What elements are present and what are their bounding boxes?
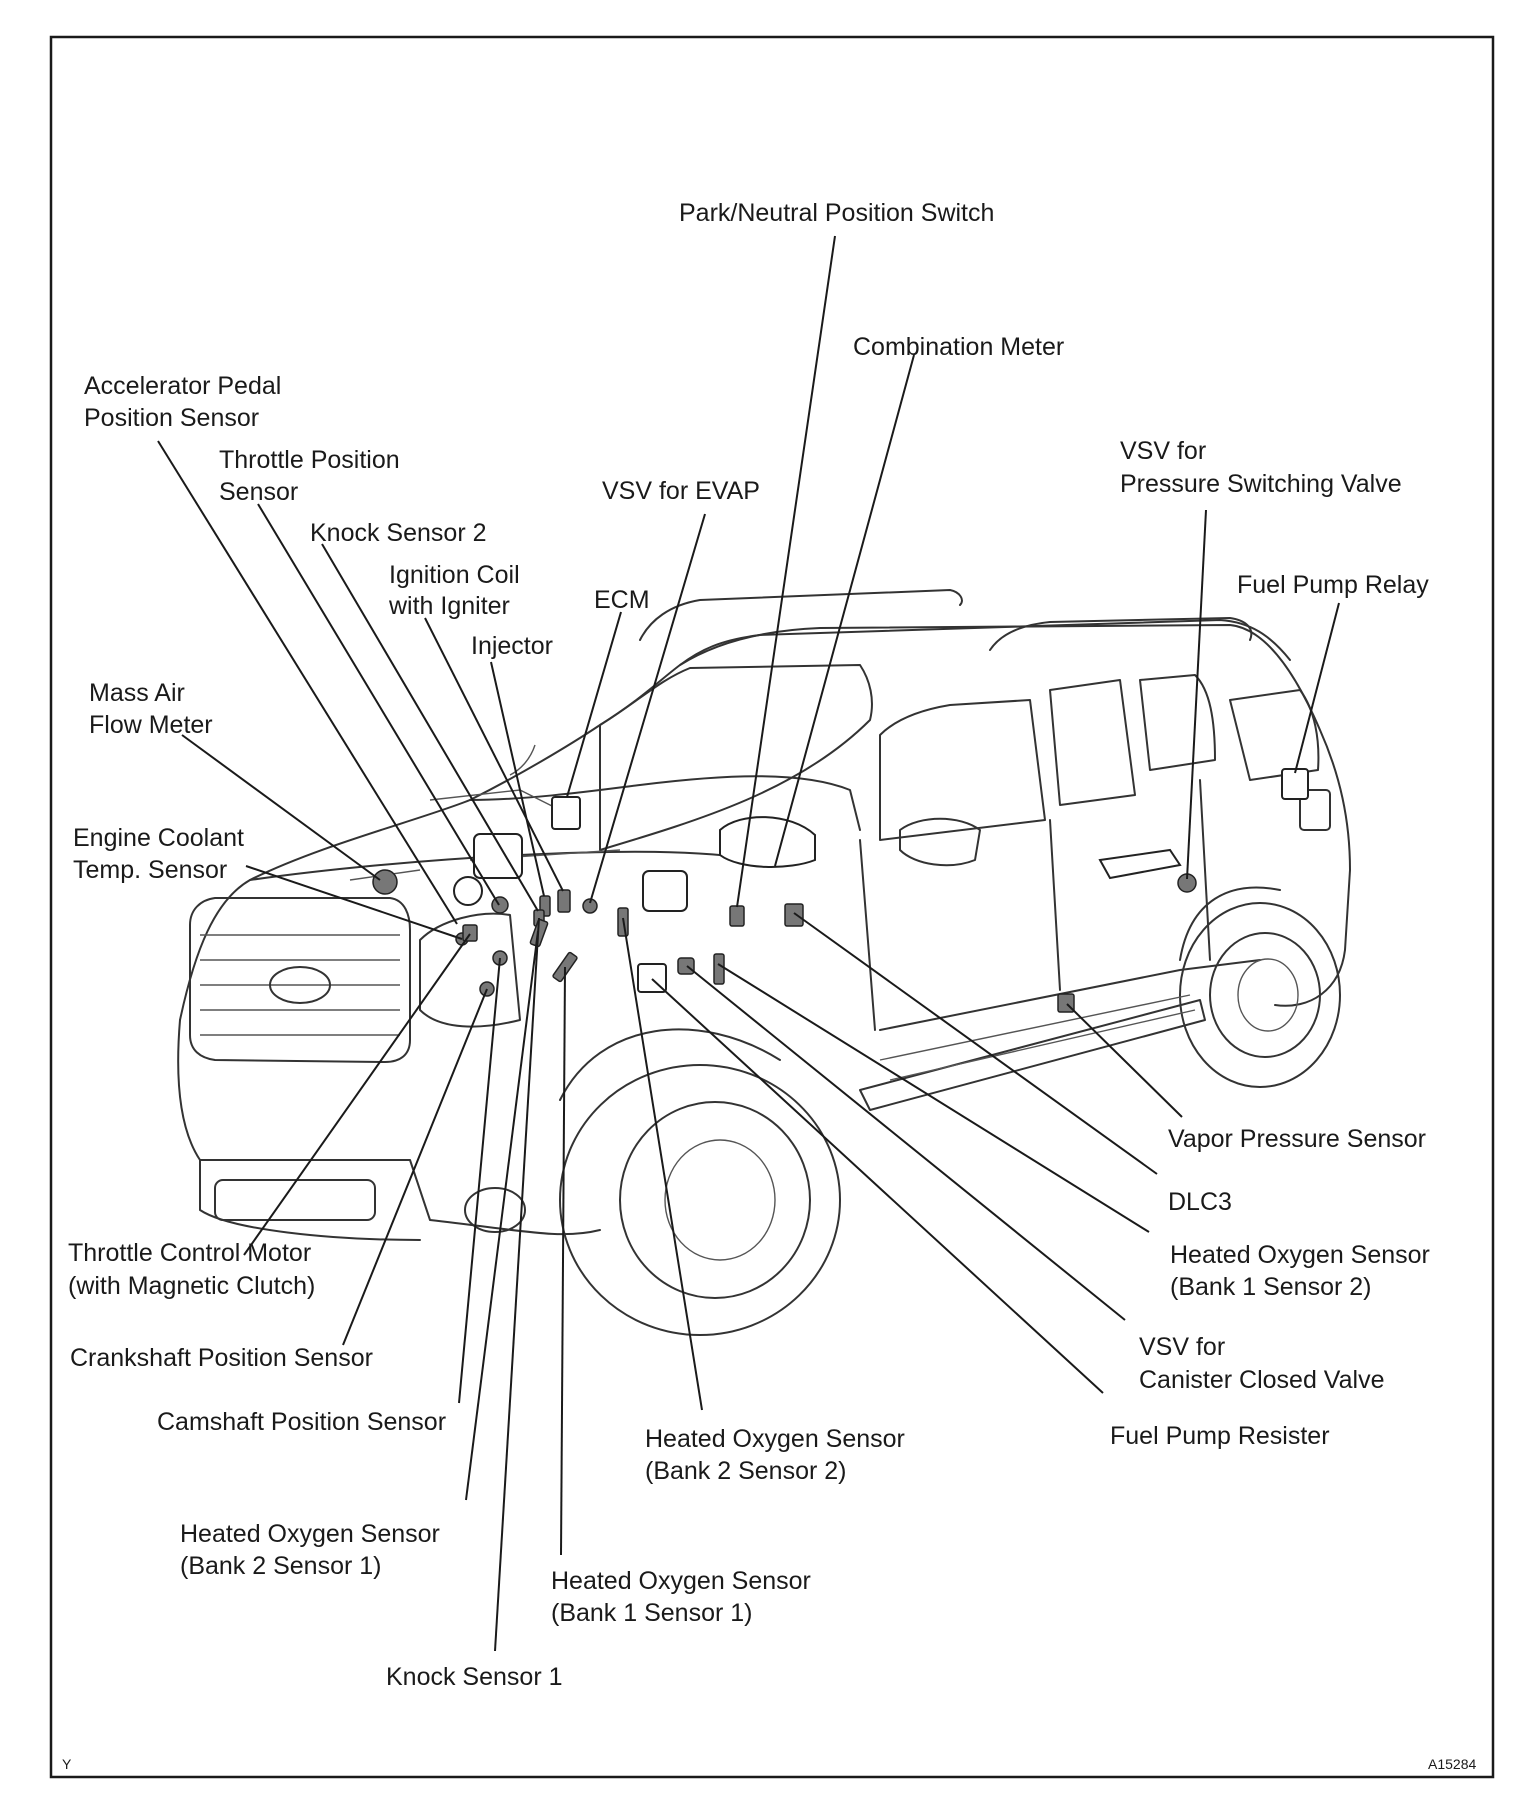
leader-ho2-b2s2 bbox=[622, 917, 703, 1411]
leader-vsv-evap bbox=[589, 513, 706, 904]
leader-crankshaft bbox=[342, 988, 488, 1346]
label-tcm-line2: (with Magnetic Clutch) bbox=[68, 1272, 315, 1300]
leader-accel-pedal bbox=[157, 440, 458, 925]
reservoir-tank bbox=[473, 833, 523, 879]
leader-combination-meter bbox=[774, 354, 915, 867]
fuel-pump-relay-unit bbox=[1281, 768, 1309, 800]
outer-frame bbox=[49, 35, 1495, 1779]
throttle-position-sensor-unit bbox=[491, 896, 509, 914]
label-knock-sensor-2: Knock Sensor 2 bbox=[310, 519, 487, 547]
leader-knock-sensor-1 bbox=[494, 917, 540, 1652]
label-fuel-pump-resister: Fuel Pump Resister bbox=[1110, 1422, 1330, 1450]
label-throttle-position-line1: Throttle Position bbox=[219, 446, 400, 474]
label-ect-line2: Temp. Sensor bbox=[73, 856, 227, 884]
label-injector: Injector bbox=[471, 632, 553, 660]
leader-maf bbox=[181, 734, 381, 881]
label-ho2-b1s1-line2: (Bank 1 Sensor 1) bbox=[551, 1599, 753, 1627]
ignition-coil-unit bbox=[557, 889, 571, 913]
label-vsv-evap: VSV for EVAP bbox=[602, 477, 760, 505]
leader-ho2-b1s1 bbox=[560, 966, 566, 1556]
leader-vapor-pressure bbox=[1066, 1003, 1183, 1118]
throttle-control-motor-unit bbox=[462, 924, 478, 942]
vsv-ccv-unit bbox=[677, 957, 695, 975]
vsv-evap-unit bbox=[582, 898, 598, 914]
label-ignition-coil-line2: with Igniter bbox=[388, 592, 510, 620]
label-vsv-psv-line1: VSV for bbox=[1120, 437, 1206, 465]
label-dlc3: DLC3 bbox=[1168, 1188, 1232, 1216]
corner-mark-left: Y bbox=[62, 1756, 72, 1772]
brake-reservoir bbox=[642, 870, 688, 912]
maf-meter-unit bbox=[372, 869, 398, 895]
label-accel-pedal-line2: Position Sensor bbox=[84, 404, 259, 432]
label-accel-pedal-line1: Accelerator Pedal bbox=[84, 372, 281, 400]
label-ignition-coil-line1: Ignition Coil bbox=[389, 561, 520, 589]
leader-ho2-b2s1 bbox=[465, 930, 539, 1501]
leader-throttle-position bbox=[257, 503, 500, 906]
leader-dlc3 bbox=[793, 912, 1158, 1175]
leader-park-neutral bbox=[736, 235, 836, 908]
combination-meter-unit bbox=[719, 816, 816, 868]
label-ho2-b1s2-line1: Heated Oxygen Sensor bbox=[1170, 1241, 1430, 1269]
leader-tcm bbox=[243, 933, 471, 1256]
vehicle-illustration bbox=[177, 589, 1351, 1336]
label-vsv-ccv-line2: Canister Closed Valve bbox=[1139, 1366, 1384, 1394]
label-fuel-pump-relay: Fuel Pump Relay bbox=[1237, 571, 1429, 599]
dlc3-connector bbox=[784, 903, 804, 927]
label-ho2-b2s1-line2: (Bank 2 Sensor 1) bbox=[180, 1552, 382, 1580]
leader-ecm bbox=[566, 611, 622, 798]
label-ecm: ECM bbox=[594, 586, 650, 614]
leader-injector bbox=[490, 661, 545, 897]
label-combination-meter: Combination Meter bbox=[853, 333, 1064, 361]
label-maf-line1: Mass Air bbox=[89, 679, 185, 707]
label-ho2-b2s2-line2: (Bank 2 Sensor 2) bbox=[645, 1457, 847, 1485]
label-ho2-b1s2-line2: (Bank 1 Sensor 2) bbox=[1170, 1273, 1372, 1301]
label-ho2-b2s1-line1: Heated Oxygen Sensor bbox=[180, 1520, 440, 1548]
leader-fuel-pump-relay bbox=[1294, 602, 1340, 774]
label-camshaft-sensor: Camshaft Position Sensor bbox=[157, 1408, 446, 1436]
park-neutral-switch-unit bbox=[729, 905, 745, 927]
leader-camshaft bbox=[458, 957, 501, 1404]
throttle-body bbox=[453, 876, 483, 906]
ecm-unit bbox=[551, 796, 581, 830]
leader-ignition-coil bbox=[424, 617, 564, 892]
label-tcm-line1: Throttle Control Motor bbox=[68, 1239, 311, 1267]
figure-code: A15284 bbox=[1428, 1756, 1476, 1772]
components bbox=[372, 768, 1309, 1013]
leader-ect bbox=[245, 865, 463, 940]
labels: Park/Neutral Position Switch Combination… bbox=[62, 199, 1476, 1772]
ho2-bank1-sensor2-unit bbox=[713, 953, 725, 985]
leader-vsv-ccv bbox=[686, 965, 1126, 1321]
label-maf-line2: Flow Meter bbox=[89, 711, 213, 739]
vsv-pressure-switching-unit bbox=[1098, 848, 1182, 880]
label-crankshaft-sensor: Crankshaft Position Sensor bbox=[70, 1344, 373, 1372]
label-vsv-ccv-line1: VSV for bbox=[1139, 1333, 1225, 1361]
label-throttle-position-line2: Sensor bbox=[219, 478, 298, 506]
label-knock-sensor-1: Knock Sensor 1 bbox=[386, 1663, 563, 1691]
leader-fuel-pump-resister bbox=[651, 978, 1104, 1394]
label-vapor-pressure-sensor: Vapor Pressure Sensor bbox=[1168, 1125, 1426, 1153]
label-ho2-b2s2-line1: Heated Oxygen Sensor bbox=[645, 1425, 905, 1453]
leader-vsv-psv bbox=[1186, 509, 1207, 880]
label-park-neutral-switch: Park/Neutral Position Switch bbox=[679, 199, 994, 227]
label-ect-line1: Engine Coolant bbox=[73, 824, 244, 852]
leader-lines bbox=[157, 235, 1340, 1652]
leader-ho2-b1s2 bbox=[717, 963, 1150, 1233]
leader-knock-sensor-2 bbox=[321, 543, 539, 912]
label-ho2-b1s1-line1: Heated Oxygen Sensor bbox=[551, 1567, 811, 1595]
label-vsv-psv-line2: Pressure Switching Valve bbox=[1120, 470, 1402, 498]
